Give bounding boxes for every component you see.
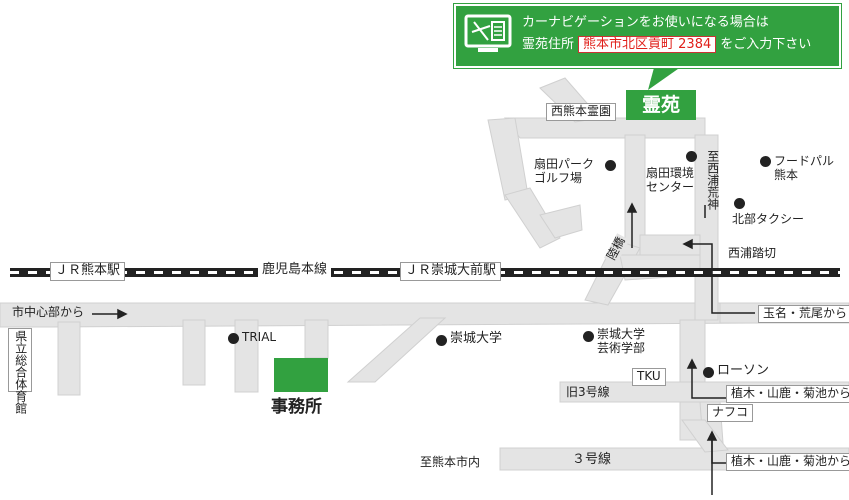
kankyo-center-label: 扇田環境 センター xyxy=(646,166,695,194)
from-ueki-label-2: 植木・山鹿・菊池から xyxy=(726,453,849,471)
sojo-diagonal xyxy=(346,317,447,383)
to-nishiura-arakami-label: 至西浦荒神 xyxy=(705,150,720,210)
nishiura-fumikiri-label: 西浦踏切 xyxy=(728,246,777,260)
trial-dot xyxy=(228,333,239,344)
gym-road xyxy=(57,321,81,396)
callout-line2-prefix: 霊苑住所 xyxy=(522,37,575,52)
arrow-city-center-head xyxy=(117,308,128,320)
arrow-tamana-head xyxy=(682,238,693,250)
nishi-kumamoto-reien-label: 西熊本霊園 xyxy=(546,103,617,121)
trial-road-left xyxy=(182,319,206,386)
office-road xyxy=(304,319,329,359)
hokubu-taxi-label: 北部タクシー xyxy=(732,212,805,226)
from-city-center-label: 市中心部から xyxy=(12,305,85,319)
golf-label: 扇田パーク ゴルフ場 xyxy=(534,157,595,185)
hokubu-taxi-dot xyxy=(734,198,745,209)
arrow-tamana xyxy=(692,243,755,314)
trial-label: TRIAL xyxy=(242,330,277,344)
tku-label: TKU xyxy=(632,368,666,386)
jr-sojo-station-label: ＪＲ崇城大前駅 xyxy=(400,262,502,281)
callout-line2-suffix: をご入力下さい xyxy=(720,37,812,52)
upper-short xyxy=(539,204,583,239)
golf-dot xyxy=(605,160,616,171)
lawson-dot xyxy=(703,367,714,378)
upper-diagonal xyxy=(504,187,561,249)
from-tamana-label: 玉名・荒尾から xyxy=(758,305,849,323)
sojo-univ-dot xyxy=(436,335,447,346)
car-navigation-icon xyxy=(464,14,512,52)
sojo-univ-label: 崇城大学 xyxy=(450,331,503,346)
main-road xyxy=(0,302,761,328)
old-route3-label: 旧3号線 xyxy=(566,385,610,399)
route3-label: ３号線 xyxy=(572,452,612,467)
jr-kumamoto-station-label: ＪＲ熊本駅 xyxy=(50,262,126,281)
from-ueki-label-1: 植木・山鹿・菊池から xyxy=(726,385,849,403)
callout-pointer xyxy=(648,64,685,90)
arrow-to-golf-head xyxy=(626,202,638,213)
arrow-ueki-1-head xyxy=(686,358,698,369)
sojo-arts-dot xyxy=(583,331,594,342)
prefectural-gym-label: 県立総合体育館 xyxy=(8,328,32,414)
kagoshima-line-label: 鹿児島本線 xyxy=(258,262,332,278)
food-pal-label: フードパル 熊本 xyxy=(774,154,835,182)
lawson-label: ローソン xyxy=(717,363,770,378)
food-pal-dot xyxy=(760,156,771,167)
sojo-arts-label: 崇城大学 芸術学部 xyxy=(597,327,646,355)
office-marker xyxy=(274,358,328,392)
callout-line1: カーナビゲーションをお使いになる場合は xyxy=(522,15,769,30)
office-label: 事務所 xyxy=(271,397,322,417)
lower-diagonal xyxy=(681,419,729,453)
upper-road-top xyxy=(504,117,706,139)
reien-label: 霊苑 xyxy=(626,90,696,120)
trial-road-right xyxy=(234,319,259,393)
callout-address: 熊本市北区貢町 2384 xyxy=(578,36,717,53)
kankyo-center-dot xyxy=(686,151,697,162)
to-kumamoto-city-label: 至熊本市内 xyxy=(420,455,481,469)
nafco-label: ナフコ xyxy=(707,404,754,422)
